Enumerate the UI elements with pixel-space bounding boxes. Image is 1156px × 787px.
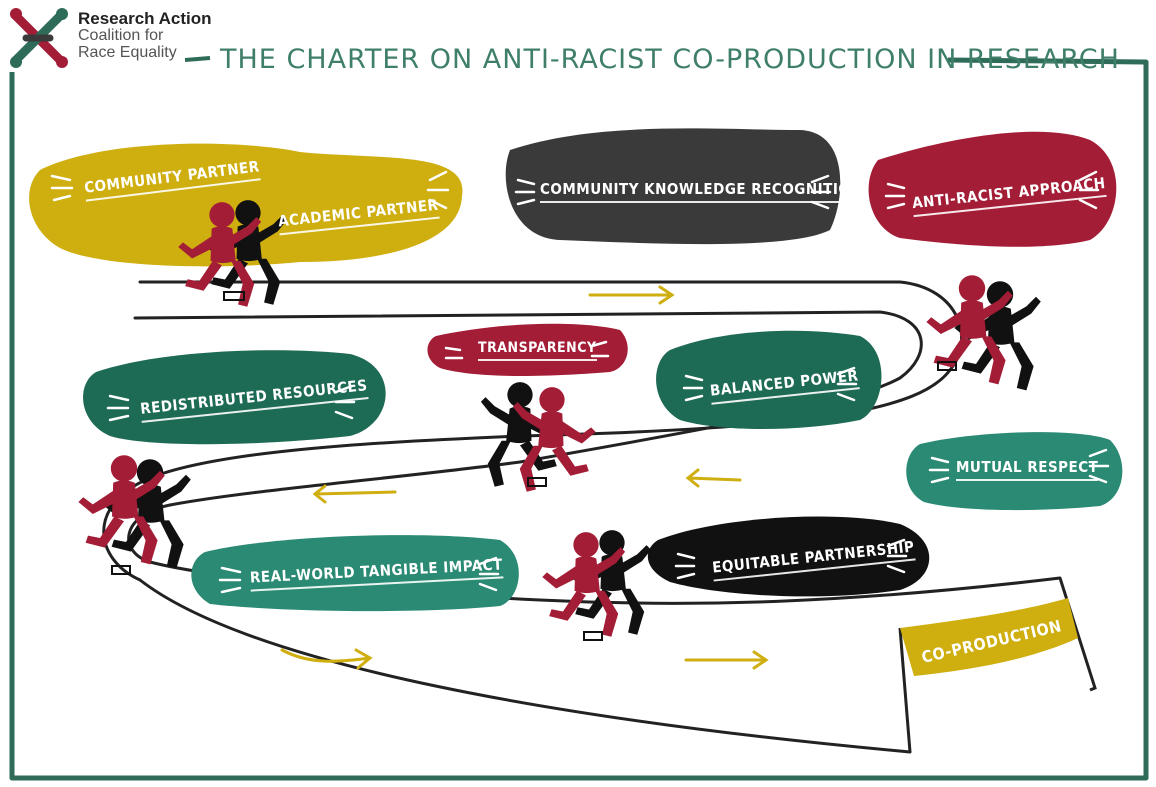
logo-line-1: Research Action	[78, 9, 212, 28]
label-community-knowledge-recognition: COMMUNITY KNOWLEDGE RECOGNITION	[540, 180, 863, 203]
runner-pair-turn-right	[926, 275, 1041, 391]
arrow-right-icon	[684, 650, 769, 670]
blob-community-knowledge	[505, 128, 841, 245]
arrow-left-icon	[685, 468, 742, 488]
blob-balanced-power	[656, 330, 882, 429]
label-mutual-respect: MUTUAL RESPECT	[956, 458, 1099, 481]
tie-rope	[583, 631, 603, 641]
direction-arrows	[280, 285, 769, 670]
arrow-left-icon	[312, 484, 397, 504]
page-title: THE CHARTER ON ANTI-RACIST CO-PRODUCTION…	[220, 44, 1120, 75]
tie-rope	[223, 291, 245, 301]
blob-anti-racist	[868, 131, 1117, 247]
blob-redistributed	[83, 350, 386, 445]
label-transparency: TRANSPARENCY	[478, 340, 597, 361]
tie-rope	[527, 477, 547, 487]
tie-rope	[937, 361, 957, 371]
blob-mutual-respect	[906, 432, 1123, 511]
runner-pair-middle	[480, 382, 596, 492]
tie-rope	[111, 565, 131, 575]
logo-line-3: Race Equality	[78, 44, 177, 61]
runner-pair-turn-left	[78, 455, 191, 575]
runner-pair-finish	[542, 530, 652, 641]
interlocking-people-icon	[10, 8, 68, 68]
runner-pair-start	[178, 200, 288, 307]
blob-transparency	[427, 323, 628, 376]
organization-logo: Research Action Coalition for Race Equal…	[78, 10, 212, 61]
blob-equitable	[647, 516, 930, 597]
finish-ribbon	[898, 577, 1097, 753]
outer-frame	[9, 56, 1149, 781]
logo-line-2: Coalition for	[78, 27, 164, 44]
finish-banner	[900, 598, 1078, 676]
arrow-right-icon	[588, 285, 675, 305]
blob-real-world	[191, 535, 519, 612]
arrow-right-icon	[280, 648, 373, 670]
sparkle-marks	[50, 170, 1110, 594]
